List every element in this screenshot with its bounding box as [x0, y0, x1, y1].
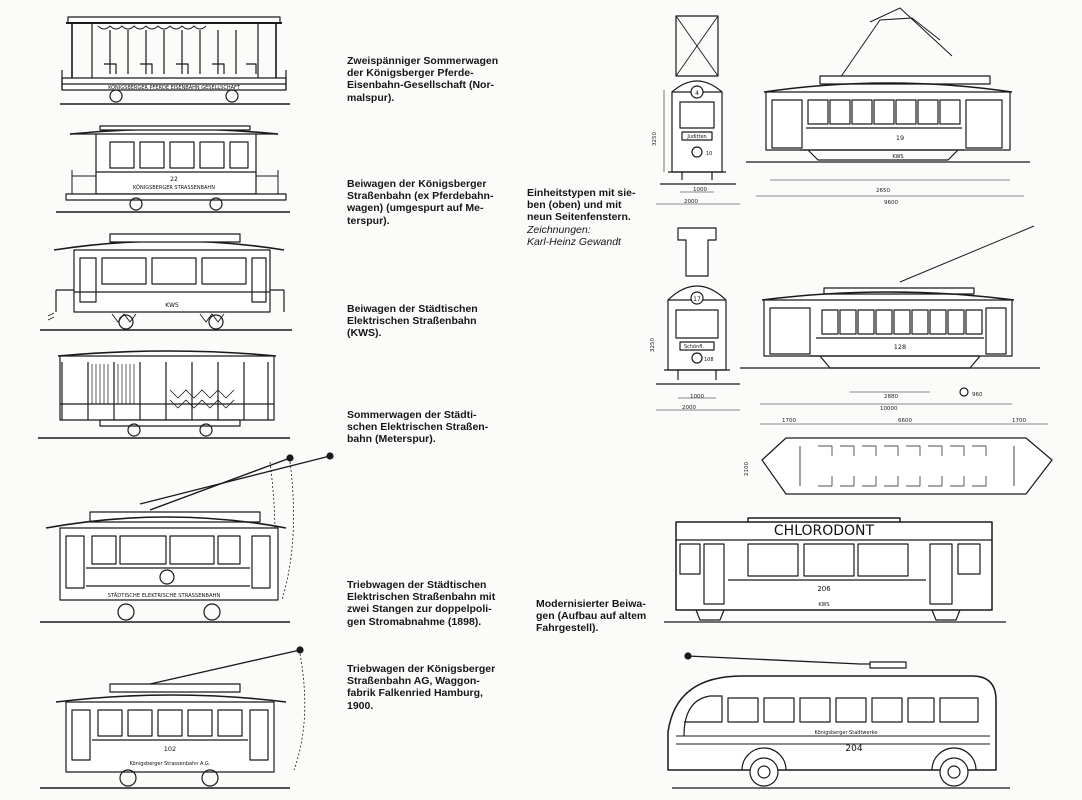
caption-line: Elektrischen Straßenbahn	[347, 315, 477, 328]
caption-line: wagen) (umgespurt auf Me-	[347, 202, 484, 215]
caption-line: Straßenbahn AG, Waggon-	[347, 675, 480, 688]
drawing-motor-car-1898: STÄDTISCHE ELEKTRISCHE STRASSENBAHN	[40, 452, 334, 623]
drawing-trailer-22: 22 KÖNIGSBERGER STRASSENBAHN	[56, 125, 290, 213]
caption-line: neun Seitenfenstern.	[527, 211, 631, 224]
caption-trailer-ex-horse-car: Beiwagen der Königsberger Straßenbahn (e…	[347, 178, 493, 227]
caption-line: ben (oben) und mit	[527, 199, 622, 212]
drawing-trolleybus: Königsberger Stadtwerke 204	[667, 652, 1010, 789]
caption-line: Fahrgestell).	[536, 622, 599, 635]
caption-motor-car-1900: Triebwagen der Königsberger Straßenbahn …	[347, 663, 495, 712]
plan-dim-3: 1700	[1012, 418, 1026, 424]
drawing-unit-type-1-side: 2650 9600 19 KWS	[746, 7, 1030, 206]
drawing-summer-car	[38, 350, 290, 439]
caption-line: Eisenbahn-Gesellschaft (Nor-	[347, 79, 495, 92]
u2-dim-1: 1000	[690, 394, 704, 400]
caption-line: Modernisierter Beiwa-	[536, 598, 646, 610]
plan-dim-1: 1700	[782, 418, 796, 424]
car6-lettering: Königsberger Strassenbahn A.G.	[130, 761, 211, 767]
caption-line: Beiwagen der Königsberger	[347, 178, 487, 190]
u1-height-dim: 3250	[652, 132, 658, 146]
u1-dim-4: 9600	[884, 200, 898, 206]
caption-line: 1900.	[347, 699, 374, 712]
plan-dim-2: 6600	[898, 418, 912, 424]
caption-line: Triebwagen der Königsberger	[347, 663, 496, 675]
caption-line: Straßenbahn (ex Pferdebahn-	[347, 190, 494, 203]
unit2-number: 128	[894, 343, 906, 351]
caption-line: Karl-Heinz Gewandt	[527, 236, 621, 249]
u2-dim-5: 960	[972, 392, 983, 398]
unit1-front-number: 10	[706, 151, 712, 157]
caption-modernized-trailer: Modernisierter Beiwa- gen (Aufbau auf al…	[536, 598, 646, 635]
caption-horse-summer-car: Zweispänniger Sommerwagen der Königsberg…	[347, 55, 498, 104]
unit2-dest: Schönfl.	[684, 344, 704, 350]
unit1-mark: KWS	[892, 154, 903, 160]
car6-number: 102	[164, 745, 176, 753]
caption-line: bahn (Meterspur).	[347, 433, 436, 446]
modern-mark: KWS	[818, 602, 829, 608]
caption-line: Elektrischen Straßenbahn mit	[347, 591, 496, 604]
caption-line: Zeichnungen:	[527, 224, 591, 236]
caption-line: fabrik Falkenried Hamburg,	[347, 687, 483, 700]
caption-line: schen Elektrischen Straßen-	[347, 421, 489, 434]
unit1-route: 4	[695, 90, 699, 97]
drawing-modernized-trailer: CHLORODONT 206 KWS	[664, 517, 1006, 623]
modern-number: 206	[817, 585, 831, 593]
caption-standard-types: Einheitstypen mit sie- ben (oben) und mi…	[527, 187, 636, 224]
u2-height-dim: 3250	[650, 338, 656, 352]
car5-lettering: STÄDTISCHE ELEKTRISCHE STRASSENBAHN	[108, 592, 221, 599]
unit1-number: 19	[896, 134, 904, 142]
u1-dim-3: 2650	[876, 188, 890, 194]
caption-line: der Königsberger Pferde-	[347, 67, 474, 80]
caption-line: terspur).	[347, 214, 390, 227]
caption-line: (KWS).	[347, 327, 382, 340]
drawing-unit-type-2-side: 2880 10000 960 128	[740, 225, 1040, 412]
caption-line: gen Stromabnahme (1898).	[347, 615, 482, 628]
caption-line: zwei Stangen zur doppelpoli-	[347, 603, 492, 616]
drawing-horse-summer-car: KÖNIGSBERGER PFERDE EISENBAHN GESELLSCHA…	[60, 16, 290, 105]
caption-line: gen (Aufbau auf altem	[536, 610, 647, 623]
bus-lettering: Königsberger Stadtwerke	[815, 730, 878, 736]
u1-dim-2: 2000	[684, 199, 698, 205]
caption-line: Einheitstypen mit sie-	[527, 187, 636, 199]
u2-dim-4: 10000	[880, 406, 898, 412]
drawing-unit-type-2-front: 3250 1000 2000 17 Schönfl. 108	[650, 227, 740, 411]
drawing-plan-view: 1700 6600 1700 2100	[744, 418, 1053, 495]
unit1-dest: Juditten	[686, 134, 706, 140]
bus-number: 204	[845, 744, 862, 754]
drawing-motor-car-1900: 102 Königsberger Strassenbahn A.G.	[40, 646, 306, 789]
chlorodont-ad: CHLORODONT	[774, 523, 875, 539]
caption-line: Sommerwagen der Städti-	[347, 409, 477, 421]
drawing-kws-trailer: KWS	[40, 233, 292, 331]
caption-line: Beiwagen der Städtischen	[347, 303, 478, 315]
car2-number: 22	[170, 176, 178, 183]
u2-dim-2: 2000	[682, 405, 696, 411]
caption-line: Zweispänniger Sommerwagen	[347, 55, 499, 67]
car1-lettering: KÖNIGSBERGER PFERDE EISENBAHN GESELLSCHA…	[108, 84, 241, 91]
caption-line: Triebwagen der Städtischen	[347, 579, 487, 591]
caption-motor-car-1898: Triebwagen der Städtischen Elektrischen …	[347, 579, 495, 628]
u1-dim-1: 1000	[693, 187, 707, 193]
unit2-route: 17	[693, 296, 701, 303]
plan-dim-4: 2100	[744, 462, 750, 476]
drawing-unit-type-1-front: 3250 1000 2000 4 Juditten 10	[652, 15, 740, 205]
u2-dim-3: 2880	[884, 394, 898, 400]
caption-drawing-credit: Zeichnungen: Karl-Heinz Gewandt	[527, 224, 621, 248]
car2-lettering: KÖNIGSBERGER STRASSENBAHN	[133, 184, 215, 191]
car3-mark: KWS	[165, 302, 179, 309]
caption-summer-car: Sommerwagen der Städti- schen Elektrisch…	[347, 409, 488, 446]
caption-kws-trailer: Beiwagen der Städtischen Elektrischen St…	[347, 303, 478, 340]
unit2-front-number: 108	[704, 357, 714, 363]
caption-line: malspur).	[347, 91, 395, 104]
